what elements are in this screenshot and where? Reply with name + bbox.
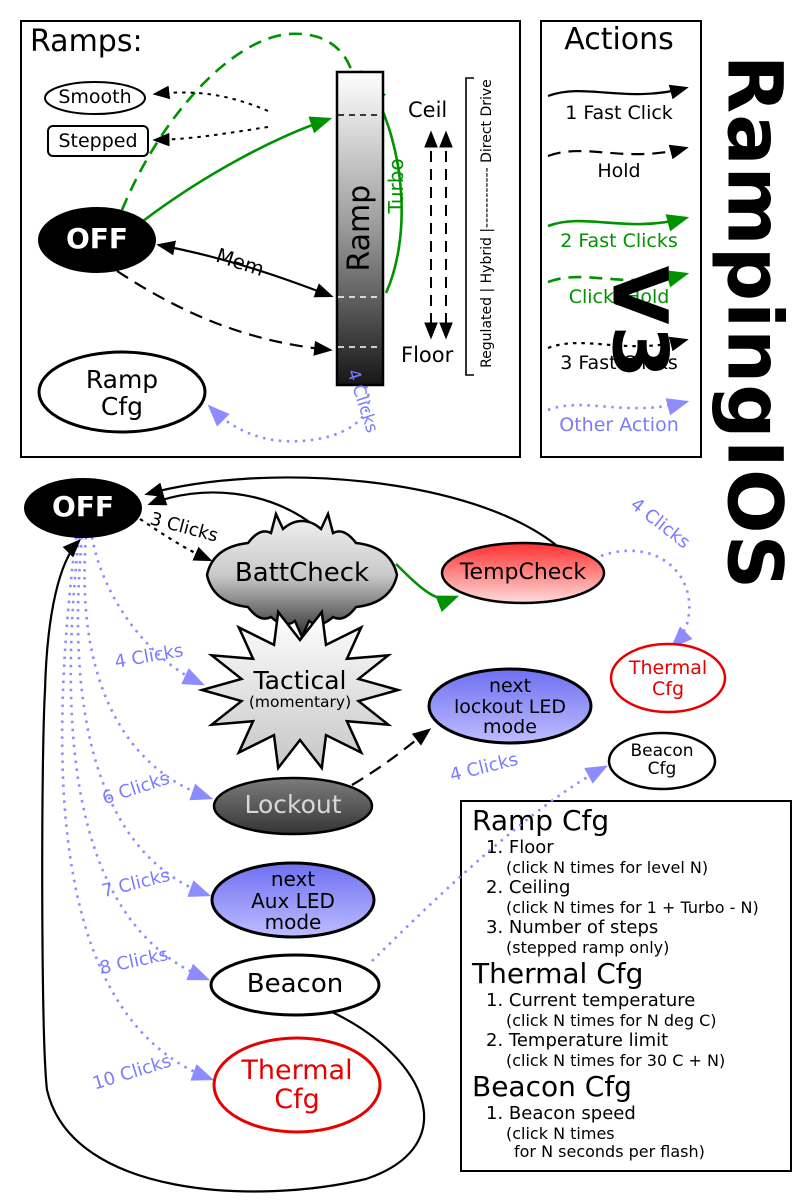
config-panel: Ramp Cfg 1. Floor (click N times for lev… [460, 800, 792, 1172]
legend-label-3-fast-clicks: 3 Fast Clicks [560, 352, 678, 374]
edge-beacon-4clicks-beaconcfg [371, 765, 608, 962]
config-heading-thermal: Thermal Cfg [472, 956, 644, 990]
actions-panel-title: Actions [564, 22, 674, 57]
edge-off-6clicks-lockout [83, 536, 214, 801]
edge-off-3clicks-battcheck [139, 518, 213, 562]
edge-ramp-style-stepped [152, 126, 269, 147]
config-item: 2. Temperature limit [486, 1030, 669, 1051]
edge-any-1click-off-loop [41, 539, 425, 1193]
off-node-top [38, 207, 156, 273]
tactical-node-star-shape [197, 608, 403, 772]
aux-led-node [210, 861, 376, 939]
config-item: 1. Floor [486, 837, 554, 859]
legend-arrow-other-action [547, 398, 690, 416]
ramps-panel-box [20, 20, 521, 458]
battcheck-label: BattCheck [234, 558, 370, 588]
thermal-cfg-node-small [609, 642, 727, 714]
ramp-cfg-node [37, 350, 207, 434]
config-note: (click N times for level N) [506, 857, 709, 877]
thermal-cfg-label-small: Thermal Cfg [628, 657, 708, 700]
edge-off-10clicks-thermalcfg [60, 536, 215, 1081]
aux-led-label: next Aux LED mode [251, 867, 335, 935]
edge-tempcheck-1click-off [144, 476, 557, 546]
ramp-bar [335, 70, 385, 387]
thermal-cfg-label-big: Thermal Cfg [241, 1055, 353, 1116]
ramp-bar-label: Ramp [341, 184, 377, 272]
actions-legend-box [540, 20, 702, 458]
edge-lockout-hold-lockoutled [351, 728, 432, 786]
ramps-panel-title: Ramps: [30, 24, 143, 59]
legend-arrow-hold [547, 144, 689, 160]
drive-scale-bracket [465, 77, 474, 376]
lockout-led-label: next lockout LED mode [453, 675, 567, 739]
legend-label-2-fast-clicks: 2 Fast Clicks [560, 230, 678, 252]
beacon-cfg-node [607, 731, 717, 791]
edge-battcheck-2clicks-tempcheck [395, 563, 460, 613]
page-title: RampingIOS V3 [595, 54, 800, 591]
smooth-label: Smooth [58, 86, 132, 108]
turbo-label: Turbo [384, 158, 409, 214]
beacon-label: Beacon [246, 969, 344, 999]
config-note: (click N times for N deg C) [506, 1010, 717, 1030]
battcheck-node-bat-shape [205, 510, 399, 641]
legend-label-click-hold: Click, Hold [568, 286, 670, 308]
off-label-top: OFF [65, 222, 129, 255]
drive-scale-label: Regulated | Hybrid |------------ Direct … [478, 79, 495, 368]
legend-label-hold: Hold [597, 160, 641, 182]
config-note: (click N times [506, 1123, 615, 1143]
stepped-node [47, 125, 149, 157]
floor-label: Floor [401, 343, 454, 367]
edge-off-4clicks-tactical [90, 536, 206, 686]
edge-off-7clicks-auxled [76, 536, 212, 897]
ceil-label: Ceil [408, 98, 448, 122]
legend-arrow-2-fast-clicks [547, 214, 690, 232]
config-heading-beacon: Beacon Cfg [472, 1069, 632, 1103]
edge-battcheck-1click-off [147, 491, 317, 528]
config-note: (click N times for 1 + Turbo - N) [506, 897, 759, 917]
config-note: (click N times for 30 C + N) [506, 1050, 726, 1070]
thermal-cfg-node-big [212, 1036, 382, 1134]
edge-ramp-4clicks-rampcfg [207, 385, 370, 443]
lockout-node [212, 776, 374, 836]
edge-ramp-style-smooth [152, 85, 269, 112]
config-item: 1. Beacon speed [486, 1103, 636, 1125]
edge-off-8clicks-beacon [69, 536, 211, 981]
config-item: 3. Number of steps [486, 917, 659, 938]
edge-off-2clicks-ceil [142, 116, 333, 223]
legend-label-1-fast-click: 1 Fast Click [565, 102, 673, 124]
off-label-bottom: OFF [51, 490, 115, 523]
off-node-bottom [24, 478, 142, 538]
ramp-cfg-label: Ramp Cfg [85, 365, 159, 421]
edge-off-mem-ramp [156, 240, 334, 298]
tactical-label: Tactical (momentary) [248, 666, 352, 711]
beacon-cfg-label: Beacon Cfg [630, 741, 694, 780]
edge-tempcheck-4clicks-thermalcfg [600, 549, 693, 649]
smooth-node [44, 81, 146, 115]
tempcheck-node [440, 541, 606, 605]
config-note: for N seconds per flash) [514, 1142, 705, 1161]
lockout-label: Lockout [244, 790, 342, 819]
config-item: 1. Current temperature [486, 990, 696, 1012]
legend-label-other-action: Other Action [559, 414, 679, 436]
legend-arrow-1-fast-click [547, 84, 689, 100]
stepped-label: Stepped [58, 130, 138, 152]
lockout-led-node [427, 667, 593, 745]
beacon-node [209, 953, 381, 1017]
config-item: 2. Ceiling [486, 877, 571, 899]
tempcheck-label: TempCheck [459, 560, 587, 585]
config-heading-ramp: Ramp Cfg [472, 804, 610, 837]
config-note: (stepped ramp only) [506, 937, 670, 957]
legend-arrow-3-fast-clicks [547, 336, 689, 352]
